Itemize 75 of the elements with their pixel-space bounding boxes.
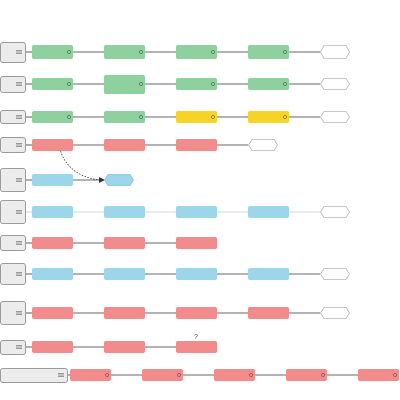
connector-line bbox=[26, 346, 32, 348]
step-box bbox=[176, 111, 217, 123]
row-header-box bbox=[0, 76, 26, 92]
step-box bbox=[176, 139, 217, 151]
connector-line bbox=[72, 242, 104, 244]
step-box bbox=[70, 369, 111, 381]
step-box bbox=[104, 206, 145, 218]
step-box bbox=[142, 369, 183, 381]
row-header-box bbox=[0, 137, 26, 153]
step-box bbox=[176, 307, 217, 319]
connector-line bbox=[326, 374, 358, 376]
step-box bbox=[248, 45, 289, 59]
step-box bbox=[214, 369, 255, 381]
connector-line bbox=[72, 312, 104, 314]
step-box bbox=[104, 139, 145, 151]
step-box bbox=[32, 139, 73, 151]
step-box bbox=[176, 268, 217, 280]
connector-line bbox=[216, 116, 248, 118]
connector-line bbox=[26, 312, 32, 314]
step-box bbox=[104, 237, 145, 249]
row-header-box bbox=[0, 42, 26, 62]
connector-line bbox=[26, 144, 32, 146]
connector-line bbox=[288, 312, 320, 314]
step-box bbox=[176, 78, 217, 90]
step-box bbox=[176, 45, 217, 59]
connector-line bbox=[72, 346, 104, 348]
connector-line bbox=[144, 116, 176, 118]
step-box bbox=[176, 341, 217, 353]
row-header-box bbox=[0, 235, 26, 251]
connector-line bbox=[144, 144, 176, 146]
connector-line bbox=[60, 150, 105, 183]
connector-line bbox=[216, 312, 248, 314]
row-header-box bbox=[0, 168, 26, 192]
step-box bbox=[104, 74, 145, 94]
step-box bbox=[176, 237, 217, 249]
connector-line bbox=[144, 242, 176, 244]
step-box bbox=[104, 45, 145, 59]
connector-line bbox=[254, 374, 286, 376]
step-box bbox=[32, 111, 73, 123]
connector-line bbox=[72, 116, 104, 118]
step-box bbox=[248, 206, 289, 218]
connector-line bbox=[288, 116, 320, 118]
connector-line bbox=[216, 144, 248, 146]
step-box bbox=[32, 45, 73, 59]
step-box bbox=[104, 341, 145, 353]
step-box bbox=[32, 307, 73, 319]
step-box bbox=[104, 268, 145, 280]
step-box bbox=[32, 268, 73, 280]
step-box bbox=[286, 369, 327, 381]
step-box bbox=[32, 237, 73, 249]
step-box bbox=[32, 341, 73, 353]
connector-line bbox=[182, 374, 214, 376]
step-box bbox=[358, 369, 399, 381]
connector-line bbox=[26, 242, 32, 244]
step-box bbox=[32, 206, 73, 218]
step-box bbox=[248, 307, 289, 319]
step-box bbox=[104, 111, 145, 123]
connector-line bbox=[144, 312, 176, 314]
row-header-box bbox=[0, 340, 26, 354]
step-box bbox=[176, 206, 217, 218]
connector-line bbox=[72, 144, 104, 146]
step-box bbox=[32, 174, 73, 186]
connector-line bbox=[26, 116, 32, 118]
step-box bbox=[248, 78, 289, 90]
row-header-box bbox=[0, 368, 68, 382]
row-header-box bbox=[0, 263, 26, 285]
step-box bbox=[248, 111, 289, 123]
connector-line bbox=[144, 346, 176, 348]
row-header-box bbox=[0, 200, 26, 224]
row-header-box bbox=[0, 301, 26, 325]
row-header-box bbox=[0, 110, 26, 124]
step-box bbox=[104, 307, 145, 319]
step-box bbox=[248, 268, 289, 280]
connector-line bbox=[110, 374, 142, 376]
step-box bbox=[32, 78, 73, 90]
